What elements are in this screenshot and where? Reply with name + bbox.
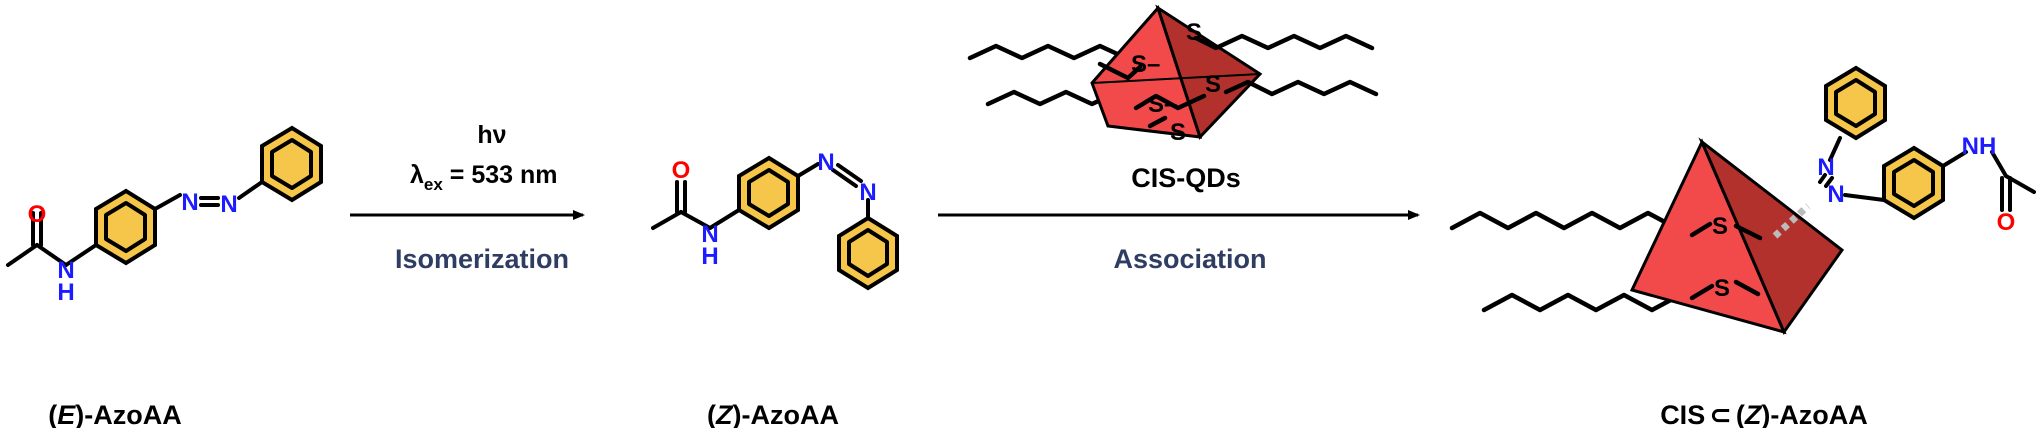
z-phenyl-ring-2: [837, 215, 899, 291]
z-azo-n2-atom: N: [859, 179, 876, 206]
e-azo-n1-atom: N: [181, 189, 198, 216]
z-oxygen-atom: O: [672, 157, 691, 184]
complex-phenyl-ring-top: [1824, 65, 1887, 141]
e-phenyl-ring-2: [260, 125, 323, 203]
z-azoaa-label: (Z)-AzoAA: [707, 400, 839, 428]
wavelength-value: = 533 nm: [443, 161, 558, 189]
lambda-subscript: ex: [424, 175, 443, 194]
wavelength-condition: λex = 533 nm: [410, 161, 557, 194]
association-label: Association: [1113, 244, 1266, 274]
z-amide-h-atom: H: [701, 243, 718, 270]
e-azoaa-structure: O N H N N: [6, 125, 323, 306]
qd-sulfur-1: S–: [1131, 51, 1160, 78]
complex-sulfur-2: S: [1714, 275, 1730, 302]
complex-azo-n2-atom: N: [1827, 181, 1844, 208]
qd-sulfur-2: S–: [1148, 91, 1177, 118]
coordination-dashed-bond: [1772, 203, 1811, 239]
z-azoaa-structure: O N H N N: [651, 149, 899, 291]
z-amide-n-atom: N: [701, 221, 718, 248]
complex-tetrahedron-right-face: [1698, 137, 1845, 336]
e-azoaa-label: (E)-AzoAA: [48, 400, 182, 428]
e-oxygen-atom: O: [28, 201, 47, 228]
qd-tetrahedron-right-face: [1155, 4, 1263, 140]
qd-sulfur-4: S: [1205, 71, 1221, 98]
e-amide-h-atom: H: [57, 279, 74, 306]
qd-sulfur-3: S: [1186, 19, 1202, 46]
complex-sulfur-1: S: [1712, 213, 1728, 240]
lambda-symbol: λ: [410, 161, 424, 189]
isomerization-label: Isomerization: [395, 244, 569, 274]
complex-label: CIS⊂(Z)-AzoAA: [1660, 400, 1868, 428]
association-step: Association: [938, 210, 1420, 274]
cis-qds-label: CIS-QDs: [1131, 163, 1241, 193]
qd-sulfur-5: S: [1170, 119, 1186, 146]
light-condition: hν: [477, 121, 506, 149]
isomerization-step: hν λex = 533 nm Isomerization: [350, 121, 585, 274]
z-azo-n1-atom: N: [817, 149, 834, 176]
e-amide-n-atom: N: [57, 257, 74, 284]
e-azo-n2-atom: N: [220, 191, 237, 218]
complex-structure: S S N N NH O: [1449, 65, 2036, 336]
complex-azo-n1-atom: N: [1817, 154, 1834, 181]
complex-amide-nh-atom: NH: [1962, 133, 1997, 160]
cis-qd-reagent: S– S– S S S CIS-QDs: [967, 4, 1379, 193]
complex-oxygen-atom: O: [1997, 209, 2016, 236]
